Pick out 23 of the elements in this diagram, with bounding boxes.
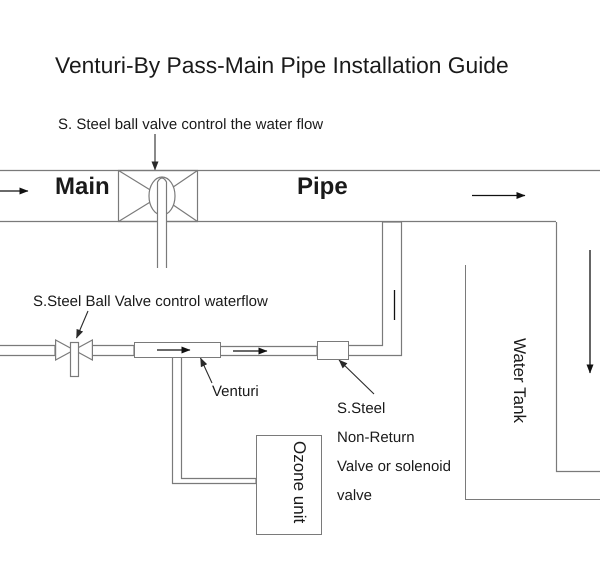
pipe (220, 346, 318, 356)
pipe-label: Pipe (297, 173, 348, 201)
non-return-valve (317, 341, 349, 360)
pipe (172, 357, 257, 484)
pipe (556, 222, 600, 472)
callout-text: S.Steel Non-Return Valve or solenoid valve (337, 394, 454, 510)
tank-label: Water Tank (509, 338, 529, 424)
leader-line (200, 358, 212, 384)
pipe-label: Main (55, 173, 110, 201)
unit-label: Ozone unit (289, 441, 309, 524)
callout-text: S. Steel ball valve control the water flow (58, 116, 324, 134)
water-tank (465, 265, 600, 500)
ozone-unit (256, 435, 322, 535)
title: Venturi-By Pass-Main Pipe Installation Guide (55, 52, 509, 79)
leader-line (152, 134, 158, 170)
pipe (92, 344, 135, 356)
leader-line (76, 310, 88, 338)
venturi-tube (134, 342, 221, 358)
callout-text: Venturi (212, 383, 259, 401)
callout-text: S.Steel Ball Valve control waterflow (33, 293, 268, 311)
leader-line (338, 360, 374, 394)
pipe (348, 221, 402, 356)
pipe (0, 344, 56, 356)
